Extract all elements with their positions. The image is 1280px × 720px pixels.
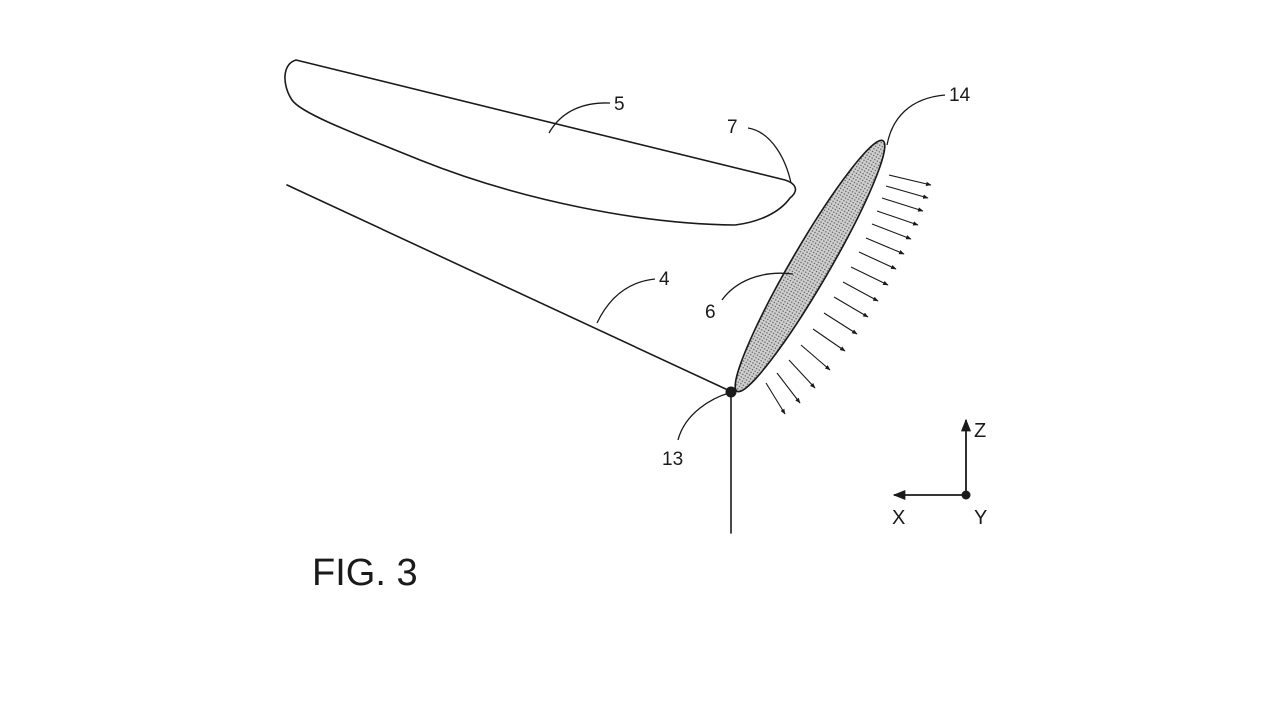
airflow-arrows xyxy=(765,174,932,415)
label-flap: 6 xyxy=(705,302,716,323)
label-line: 4 xyxy=(659,269,670,290)
axis-label-y: Y xyxy=(974,507,987,529)
leader-7 xyxy=(747,127,792,184)
leader-13 xyxy=(677,392,730,441)
airfoil-outline xyxy=(284,59,797,226)
figure-caption: FIG. 3 xyxy=(312,552,418,594)
pivot-point xyxy=(725,386,737,398)
axis-label-x: X xyxy=(892,507,905,529)
leader-5 xyxy=(548,102,611,134)
reference-line-4 xyxy=(286,184,731,392)
label-pivot: 13 xyxy=(662,449,683,470)
label-airfoil: 5 xyxy=(614,94,625,115)
label-trailing-edge: 7 xyxy=(727,117,738,138)
leader-4 xyxy=(596,278,656,324)
label-flap-tip: 14 xyxy=(949,85,971,106)
y-axis-origin xyxy=(961,490,971,500)
leader-6 xyxy=(721,272,794,301)
flap-ellipse xyxy=(734,139,886,393)
axis-label-z: Z xyxy=(974,420,986,442)
leader-14 xyxy=(886,94,946,146)
coordinate-axes: Z X Y xyxy=(892,418,987,529)
